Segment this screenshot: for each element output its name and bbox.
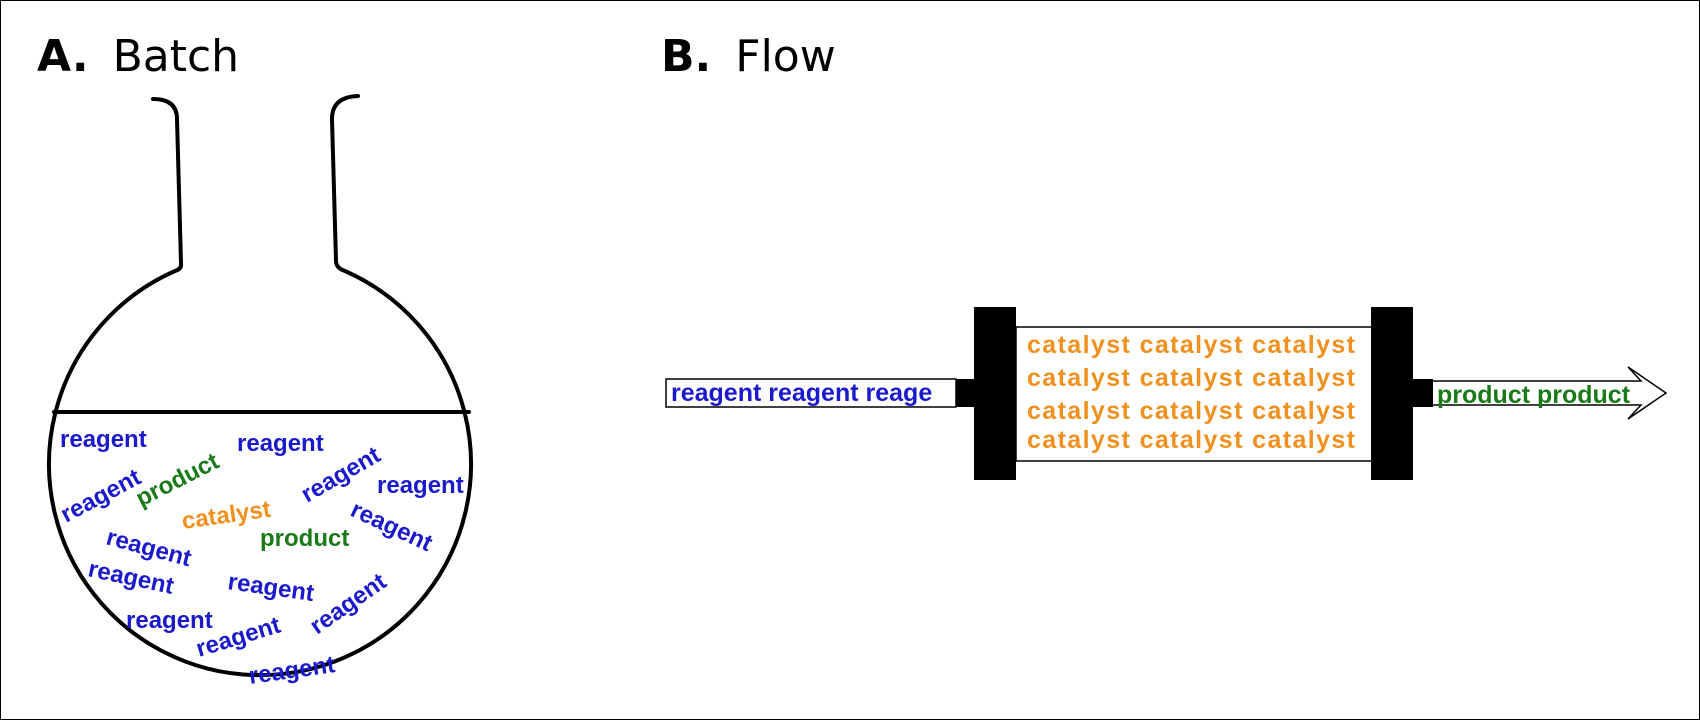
flow-reactor: reagent reagent reage product product ca… [665,307,1668,480]
panel-a-title: A. Batch [37,31,239,82]
flask-word-reagent: reagent [305,568,392,640]
flask-word-reagent: reagent [247,651,337,690]
round-bottom-flask [47,94,473,678]
catalyst-row: catalyst catalyst catalyst [1027,331,1356,359]
outlet-connector [1413,379,1433,407]
flask-word-reagent: reagent [56,464,145,529]
flask-word-reagent: reagent [226,568,316,607]
flask-word-reagent: reagent [60,426,147,453]
flask-word-product: product [131,448,223,513]
catalyst-row: catalyst catalyst catalyst [1027,397,1356,425]
catalyst-row: catalyst catalyst catalyst [1027,364,1356,392]
flask-word-product: product [260,525,349,552]
panel-b-letter: B. [661,31,711,82]
flask-word-reagent: reagent [237,430,324,457]
outlet-product-text: product product [1437,381,1631,409]
inlet-reagent-text: reagent reagent reage [671,379,932,407]
panel-a-name: Batch [113,31,239,82]
panel-b-name: Flow [735,31,835,82]
outlet-arrow [1433,366,1668,420]
panel-b-title: B. Flow [661,31,836,82]
column-endcap-right [1371,307,1413,480]
flask-word-catalyst: catalyst [180,496,272,535]
flask-word-reagent: reagent [346,496,436,557]
flask-outline [47,94,473,678]
flask-word-reagent: reagent [126,607,213,634]
inlet-connector [956,379,976,407]
flask-word-reagent: reagent [377,472,464,499]
catalyst-row: catalyst catalyst catalyst [1027,426,1356,454]
column-endcap-left [974,307,1016,480]
panel-a-letter: A. [37,31,89,82]
